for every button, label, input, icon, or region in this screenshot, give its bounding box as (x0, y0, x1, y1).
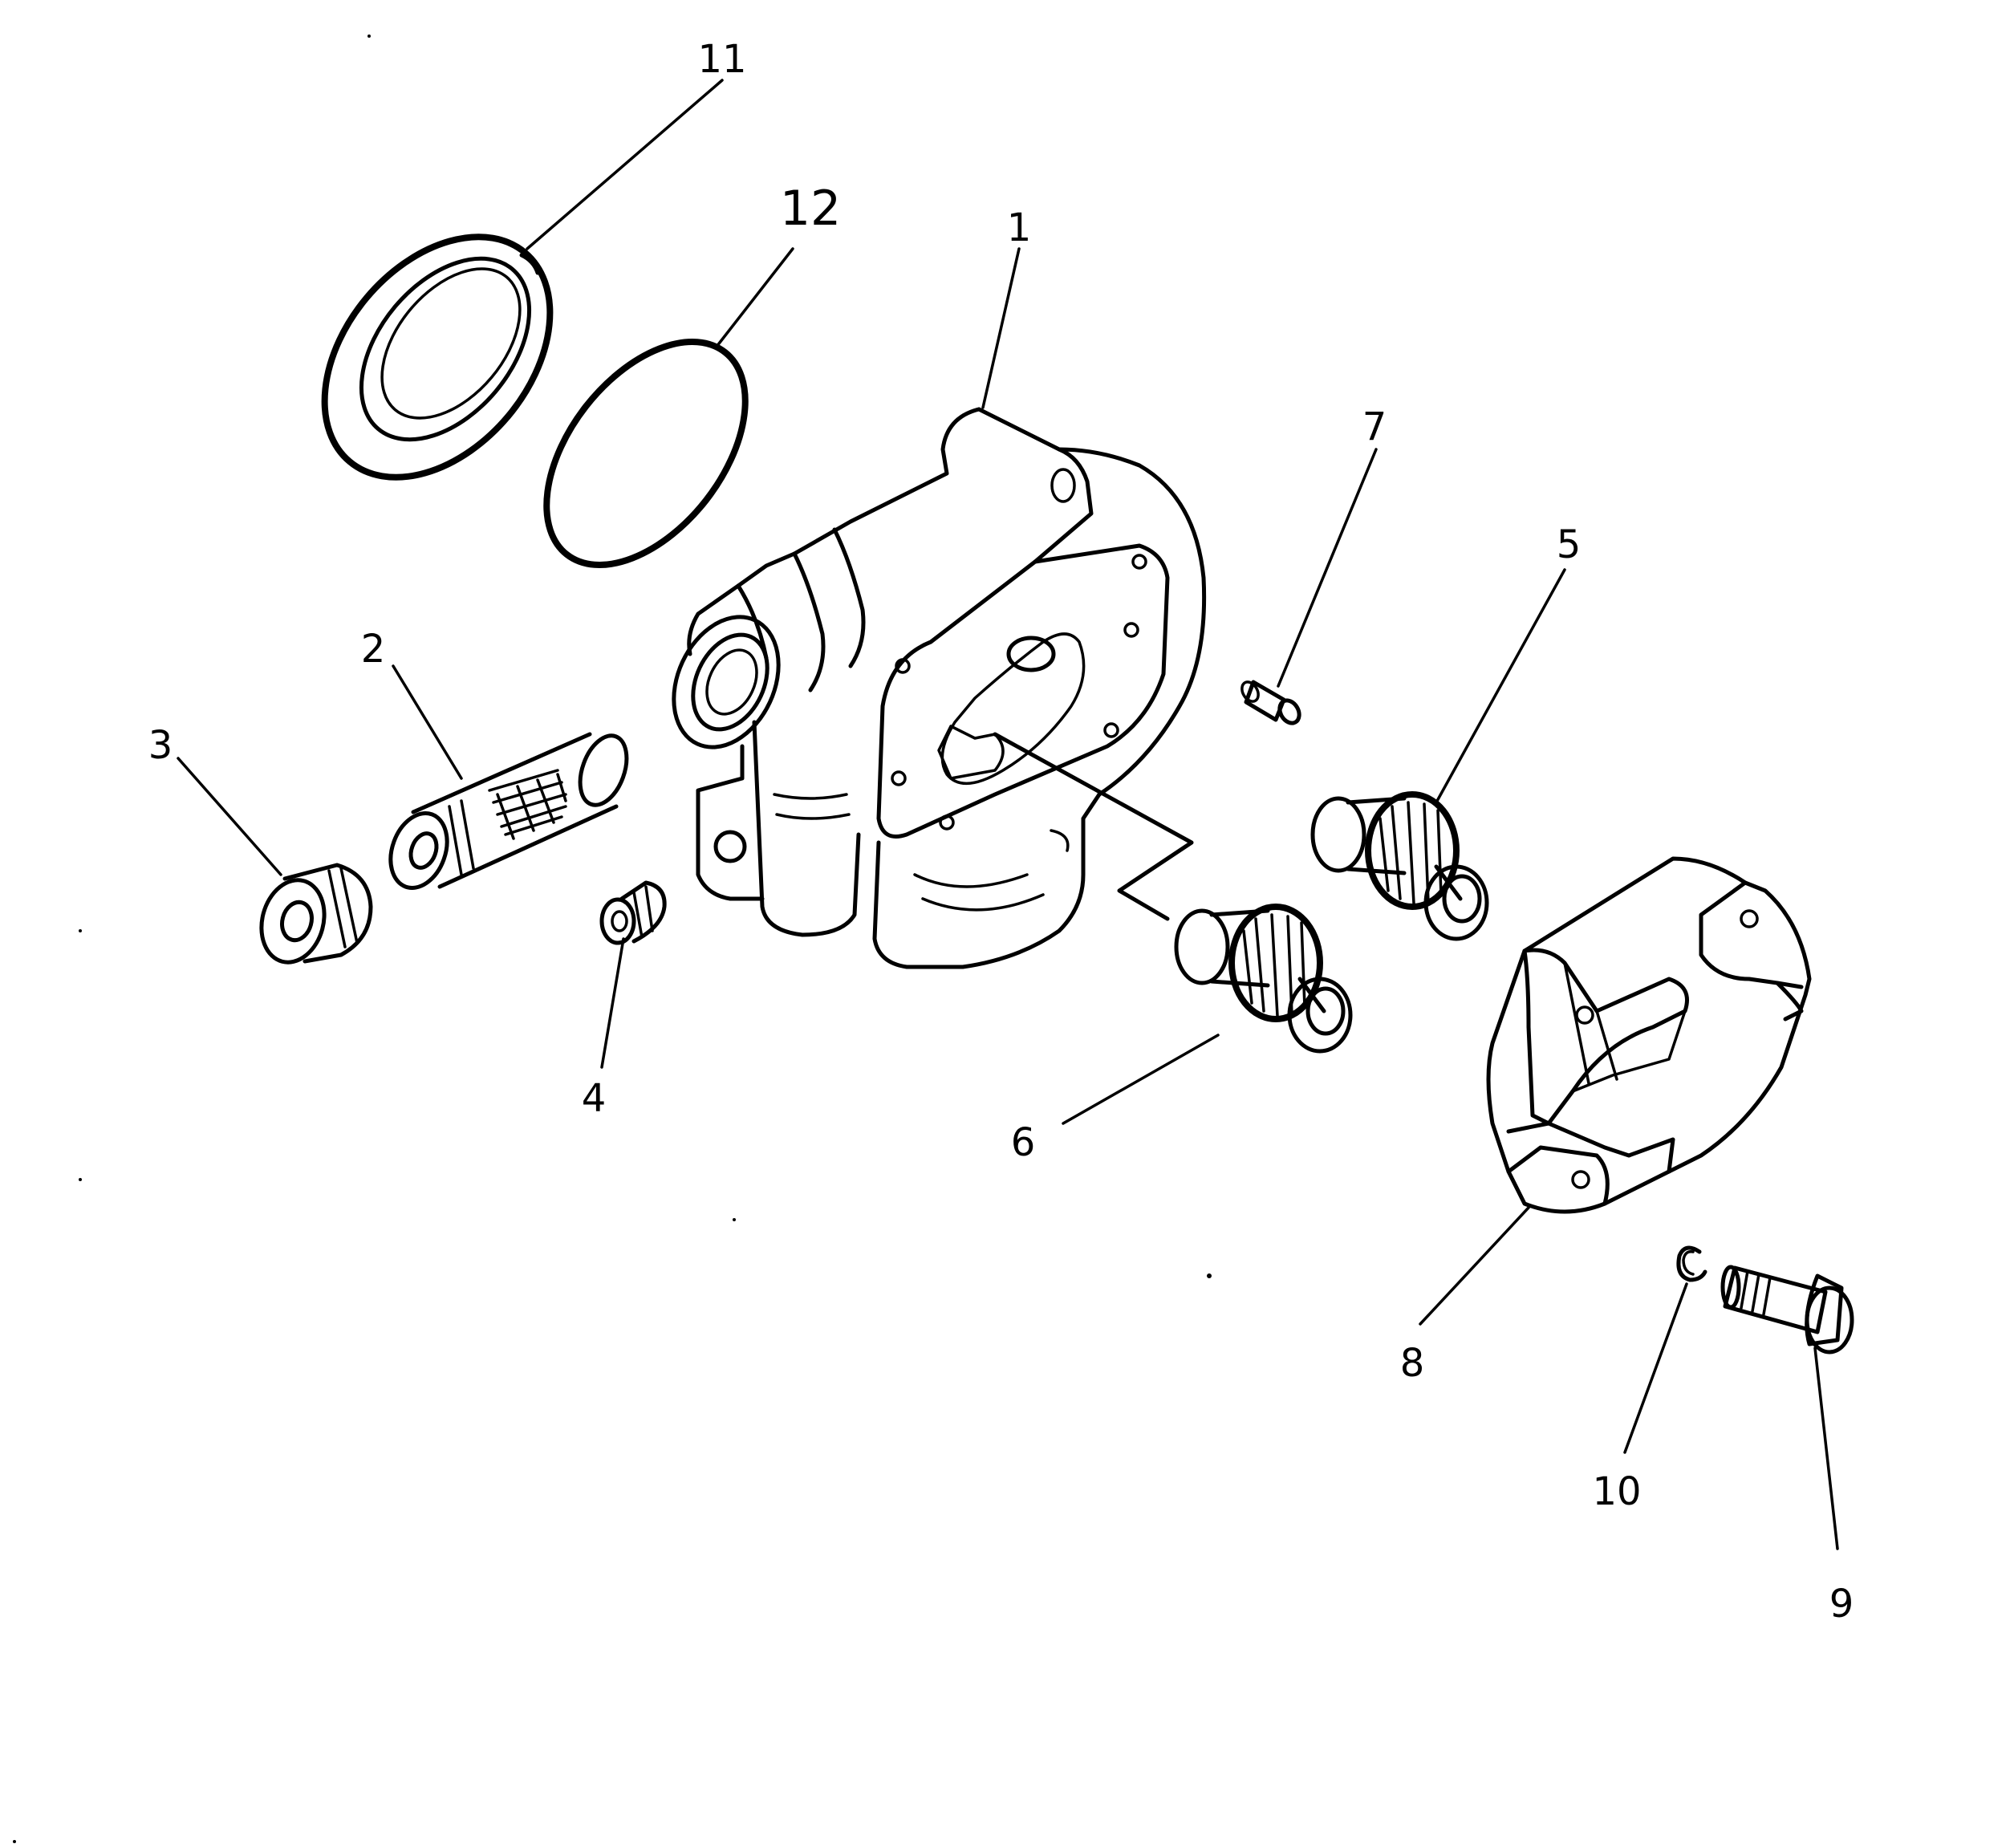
callout-10: 10 (1592, 1469, 1641, 1514)
part-11-seal (321, 234, 554, 481)
part-3-plug (259, 863, 373, 965)
leader-1 (981, 247, 1021, 409)
leader-5 (1435, 568, 1566, 804)
leader-2 (392, 664, 463, 780)
leader-9 (1813, 1346, 1839, 1550)
callout-numbers: 11 12 1 7 5 6 2 3 4 8 10 9 (148, 37, 1854, 1627)
leader-6 (1062, 1034, 1220, 1125)
callout-8: 8 (1400, 1341, 1425, 1386)
leader-3 (177, 757, 282, 876)
callout-2: 2 (361, 627, 386, 672)
leader-12 (715, 247, 794, 348)
callout-4: 4 (582, 1076, 607, 1121)
leader-7 (1277, 448, 1378, 688)
callout-5: 5 (1557, 522, 1582, 567)
part-10-snap-ring (1676, 1245, 1707, 1282)
part-9-bolt (1720, 1265, 1854, 1355)
leader-lines (177, 79, 1839, 1550)
part-7-pin (1240, 680, 1301, 725)
callout-7: 7 (1362, 404, 1387, 449)
callout-9: 9 (1829, 1582, 1854, 1627)
part-12-o-ring (543, 339, 749, 568)
part-8-cover (1486, 856, 1812, 1214)
leader-4 (600, 937, 625, 1069)
part-6-gear (1174, 904, 1353, 1054)
callout-3: 3 (148, 723, 173, 768)
part-2-strainer (388, 732, 629, 890)
leader-11 (526, 79, 724, 250)
part-1-pump-body (672, 407, 1207, 969)
callout-6: 6 (1011, 1120, 1036, 1165)
part-5-gear (1310, 791, 1489, 941)
part-4-small-plug (599, 880, 667, 945)
callout-12: 12 (780, 181, 841, 237)
callout-1: 1 (1007, 205, 1032, 250)
leader-8 (1419, 1206, 1530, 1326)
callout-11: 11 (697, 37, 746, 82)
leader-10 (1623, 1282, 1688, 1454)
